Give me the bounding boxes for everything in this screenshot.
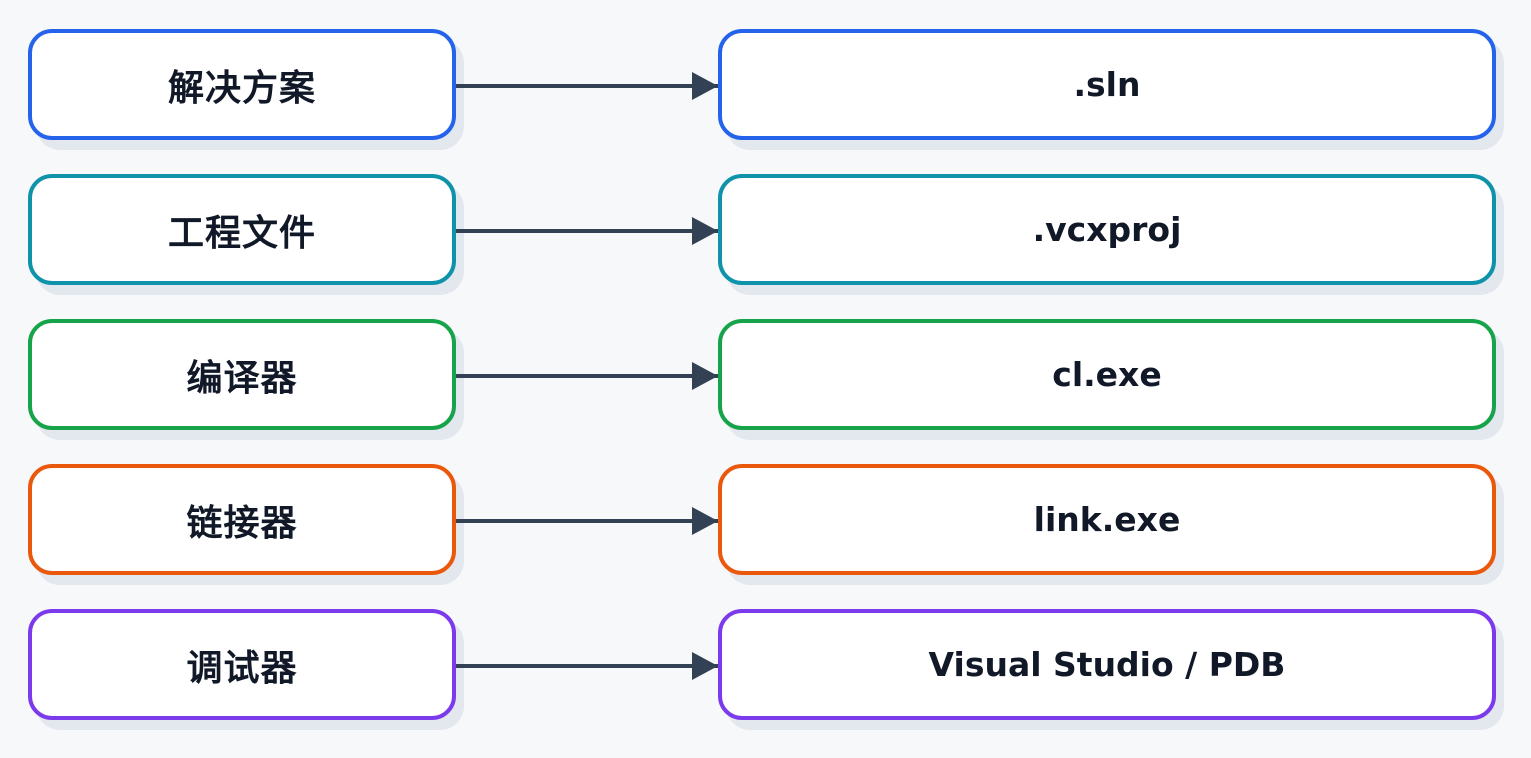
mapping-row-solution: 解决方案 .sln	[0, 29, 1531, 140]
artifact-label: .sln	[1073, 65, 1141, 104]
concept-box-debugger: 调试器	[28, 609, 456, 720]
arrow-head-icon	[692, 362, 718, 390]
concept-label: 调试器	[186, 647, 298, 689]
mapping-row-compiler: 编译器 cl.exe	[0, 319, 1531, 430]
arrow-line	[456, 84, 718, 88]
artifact-label: Visual Studio / PDB	[928, 645, 1286, 684]
artifact-label: link.exe	[1033, 500, 1181, 539]
artifact-label: cl.exe	[1052, 355, 1162, 394]
artifact-box-cl-exe: cl.exe	[718, 319, 1496, 430]
mapping-row-project: 工程文件 .vcxproj	[0, 174, 1531, 285]
concept-box-project: 工程文件	[28, 174, 456, 285]
arrow-line	[456, 664, 718, 668]
arrow-head-icon	[692, 72, 718, 100]
arrow-head-icon	[692, 217, 718, 245]
mapping-row-debugger: 调试器 Visual Studio / PDB	[0, 609, 1531, 720]
artifact-label: .vcxproj	[1032, 210, 1182, 249]
concept-box-solution: 解决方案	[28, 29, 456, 140]
mapping-row-linker: 链接器 link.exe	[0, 464, 1531, 575]
artifact-box-vcxproj: .vcxproj	[718, 174, 1496, 285]
arrow-line	[456, 229, 718, 233]
concept-label: 解决方案	[167, 67, 316, 109]
concept-label: 链接器	[186, 502, 298, 544]
artifact-box-link-exe: link.exe	[718, 464, 1496, 575]
artifact-box-visual-studio-pdb: Visual Studio / PDB	[718, 609, 1496, 720]
arrow-line	[456, 374, 718, 378]
concept-label: 工程文件	[167, 212, 316, 254]
concept-label: 编译器	[186, 357, 298, 399]
arrow-head-icon	[692, 507, 718, 535]
concept-box-linker: 链接器	[28, 464, 456, 575]
concept-box-compiler: 编译器	[28, 319, 456, 430]
arrow-line	[456, 519, 718, 523]
arrow-head-icon	[692, 652, 718, 680]
artifact-box-sln: .sln	[718, 29, 1496, 140]
